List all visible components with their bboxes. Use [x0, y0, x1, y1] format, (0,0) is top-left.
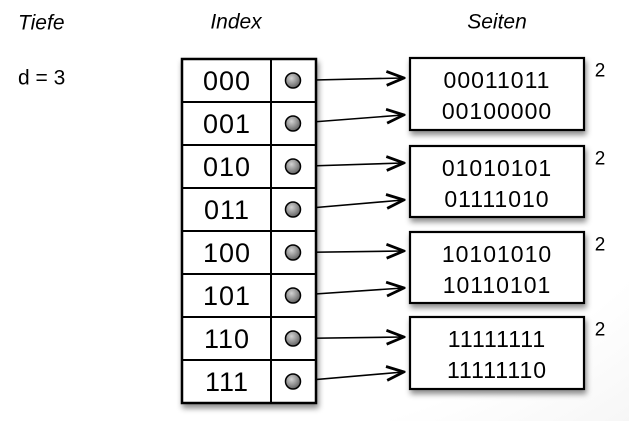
pointer-dot [284, 72, 302, 89]
local-depth-badge: 2 [595, 320, 606, 341]
index-row-label: 011 [204, 195, 250, 225]
pointer-dots [284, 72, 302, 390]
index-table-row-dividers [182, 101, 316, 361]
pointer-dot [284, 373, 302, 390]
page-entry: 11111111 [448, 326, 546, 352]
pages-column-label: Seiten [467, 11, 527, 34]
page-entry: 11111110 [447, 357, 547, 383]
index-row-label: 010 [203, 152, 251, 182]
page-box-frame [408, 230, 586, 305]
index-row-label: 000 [203, 66, 251, 96]
global-depth-value: d = 3 [18, 67, 65, 90]
index-row-label: 110 [204, 324, 250, 354]
index-row-label: 101 [203, 281, 251, 311]
page-box: 10101010 10110101 2 [408, 230, 606, 305]
page-box: 00011011 00100000 2 [408, 56, 606, 132]
page-entry: 00100000 [442, 98, 552, 124]
pointer-dot [284, 201, 302, 218]
page-box: 11111111 11111110 2 [408, 315, 606, 391]
local-depth-badge: 2 [595, 61, 606, 82]
page-box-frame [408, 144, 586, 219]
index-table: 000 001 010 011 100 101 110 111 [180, 57, 318, 405]
local-depth-badge: 2 [595, 235, 606, 256]
page-entry: 10101010 [442, 241, 552, 267]
page-box-frame [408, 56, 586, 132]
index-row-label: 100 [203, 238, 251, 268]
page-box-frame [408, 315, 586, 391]
index-row-label: 111 [205, 367, 249, 397]
page-box: 01010101 01111010 2 [408, 144, 606, 219]
index-column-label: Index [210, 11, 263, 34]
pointer-dot [284, 158, 302, 175]
page-entry: 01111010 [444, 186, 549, 212]
page-entry: 00011011 [444, 67, 551, 93]
local-depth-badge: 2 [595, 149, 606, 170]
page-entry: 10110101 [443, 272, 552, 298]
pointer-dot [284, 244, 302, 261]
index-row-label: 001 [203, 109, 251, 139]
pointer-dot [284, 287, 302, 304]
pointer-dot [284, 330, 302, 347]
page-boxes: 00011011 00100000 2 01010101 01111010 2 … [408, 56, 606, 391]
depth-column-label: Tiefe [18, 12, 65, 35]
pointer-dot [284, 115, 302, 132]
index-row-labels: 000 001 010 011 100 101 110 111 [203, 66, 251, 397]
page-entry: 01010101 [442, 155, 552, 181]
